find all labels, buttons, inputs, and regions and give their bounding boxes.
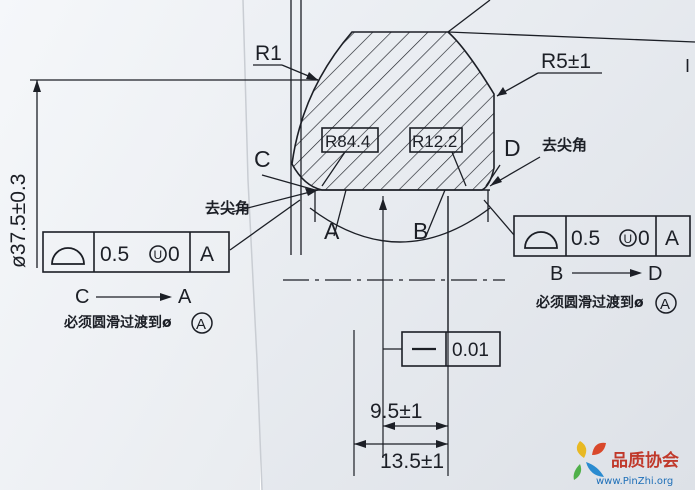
fcf-left-to: A — [178, 286, 192, 308]
fcf-right-tolerance: 0.5 — [571, 227, 600, 250]
profile-of-surface-icon — [524, 231, 558, 249]
arrow-remove-sharp-right — [490, 176, 502, 186]
arrow-c-to-a — [160, 293, 172, 301]
arrow-13-5-right — [436, 440, 448, 448]
fcf-right-leader — [483, 199, 515, 236]
point-a-label: A — [324, 218, 340, 244]
fcf-left-tolerance: 0.5 — [100, 243, 129, 266]
dim-9-5-label: 9.5±1 — [370, 400, 422, 423]
fcf-left-note-datum: A — [196, 316, 206, 333]
b-leader — [425, 189, 446, 237]
fcf-right-note-datum: A — [660, 296, 670, 313]
watermark-name: 品质协会 — [611, 450, 679, 471]
fcf-right-to: D — [648, 263, 662, 285]
r84-leader — [321, 151, 346, 187]
pinzhi-logo-icon — [573, 441, 606, 480]
edge-partial-label: I — [685, 56, 690, 76]
u-modifier-icon — [619, 229, 637, 247]
paper-left — [0, 0, 260, 490]
arrow-b-to-d — [630, 269, 642, 277]
fcf-left-leader — [229, 199, 301, 251]
profile-of-surface-icon — [51, 247, 85, 265]
fcf-right: 0.5 U 0 A — [513, 215, 691, 257]
r84-box — [321, 127, 379, 153]
dim-13-5-label: 13.5±1 — [380, 450, 444, 473]
remove-sharp-left-leader — [231, 189, 319, 213]
u-modifier-icon — [149, 245, 167, 263]
fcf-right-from: B — [550, 263, 563, 285]
fcf-right-datum: A — [665, 227, 679, 250]
point-c-label: C — [254, 146, 271, 172]
remove-sharp-right-label: 去尖角 — [542, 136, 587, 154]
fcf-right-modifier: U — [624, 232, 633, 246]
fcf-left-note: 必须圆滑过渡到ø — [63, 314, 172, 331]
fcf-right-zero: 0 — [638, 227, 650, 250]
datum-a-circle-right — [655, 292, 677, 314]
datum-a-circle-left — [191, 312, 213, 334]
point-d-label: D — [504, 135, 521, 161]
r1-label: R1 — [255, 42, 282, 65]
top-ref-line — [447, 31, 695, 43]
arrow-diameter-top — [33, 80, 41, 92]
fcf-flatness: 0.01 — [401, 331, 501, 367]
r84-label: R84.4 — [325, 132, 370, 151]
top-leader-line — [447, 0, 491, 33]
fcf-right-note: 必须圆滑过渡到ø — [535, 294, 644, 311]
r12-leader — [451, 151, 467, 187]
r12-label: R12.2 — [412, 132, 457, 151]
fcf-left-from: C — [75, 286, 89, 308]
r5-label: R5±1 — [541, 50, 591, 73]
paper-fold — [242, 0, 263, 490]
a-leader — [333, 189, 347, 237]
arrow-remove-sharp-left — [305, 188, 318, 196]
d-leader — [485, 164, 501, 187]
fcf-left-datum: A — [200, 243, 214, 266]
r12-box — [409, 127, 463, 153]
flatness-tolerance: 0.01 — [452, 340, 489, 361]
fcf-left: 0.5 U 0 A — [42, 231, 230, 273]
diameter-label: ø37.5±0.3 — [7, 174, 30, 268]
arrow-r1 — [306, 72, 318, 80]
watermark: 品质协会 www.PinZhi.org — [573, 441, 679, 487]
watermark-url: www.PinZhi.org — [596, 476, 673, 487]
arc-bottom — [309, 207, 491, 243]
remove-sharp-left-label: 去尖角 — [205, 199, 250, 217]
arrow-9-5-left — [383, 422, 395, 430]
point-b-label: B — [413, 218, 428, 244]
fcf-left-modifier: U — [154, 248, 163, 262]
fcf-left-zero: 0 — [168, 243, 180, 266]
c-leader — [261, 174, 316, 191]
arrow-r5 — [497, 87, 507, 96]
arrow-flatness — [379, 198, 387, 210]
arrow-13-5-left — [354, 440, 366, 448]
arrow-9-5-right — [436, 422, 448, 430]
